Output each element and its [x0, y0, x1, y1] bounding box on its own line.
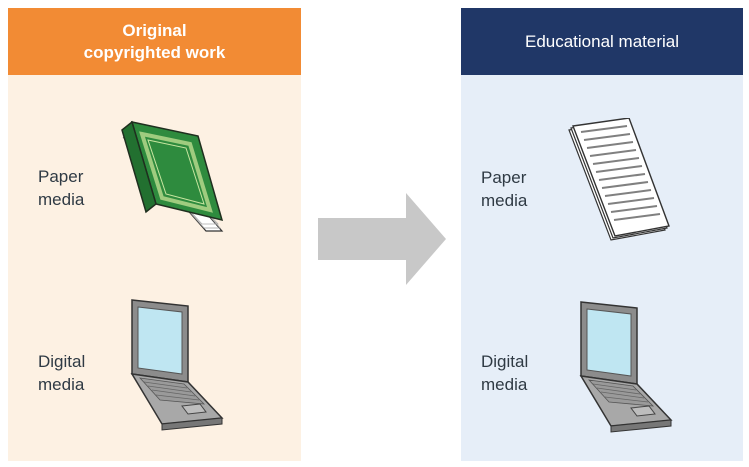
right-arrow-icon [318, 193, 446, 285]
book-icon [121, 120, 224, 232]
original-work-title: Original copyrighted work [83, 20, 226, 62]
original-work-header: Original copyrighted work [8, 8, 301, 75]
educational-material-header: Educational material [461, 8, 743, 75]
left-paper-media-label: Paper media [38, 167, 85, 209]
left-digital-media-label: Digital media [38, 352, 86, 394]
laptop-icon [579, 301, 673, 433]
right-paper-media-label: Paper media [481, 168, 528, 210]
printed-document-icon [568, 118, 670, 241]
laptop-icon [130, 299, 224, 431]
original-work-panel: Original copyrighted work Paper media Di… [8, 8, 301, 461]
right-digital-media-label: Digital media [481, 352, 529, 394]
educational-material-title: Educational material [524, 31, 680, 51]
educational-material-panel: Educational material Paper media Digital… [461, 8, 743, 461]
